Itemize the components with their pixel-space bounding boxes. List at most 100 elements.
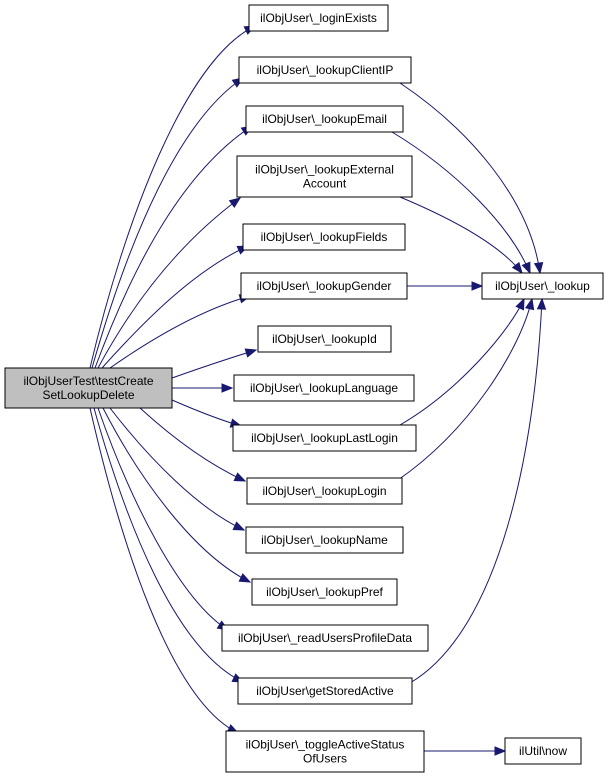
node-label: ilObjUser\_lookup [495, 279, 590, 293]
arrowhead-icon [228, 197, 242, 209]
edge-root-to-lookupLastLogin [171, 399, 243, 428]
node-box [4, 367, 173, 409]
node-label: ilObjUser\_lookupGender [257, 279, 392, 293]
node-getStoredActive[interactable]: ilObjUser\getStoredActive [237, 677, 413, 705]
node-label: ilObjUser\_toggleActiveStatus [246, 738, 405, 752]
edge-line [171, 349, 257, 379]
node-label: ilObjUser\_readUsersProfileData [238, 631, 412, 645]
edge-line [97, 407, 229, 631]
node-label: ilObjUser\_lookupPref [266, 585, 383, 599]
edge-root-to-lookupClientIP [91, 77, 245, 369]
node-label: OfUsers [303, 752, 347, 766]
arrowhead-icon [521, 261, 531, 275]
node-label: ilObjUser\_loginExists [260, 11, 377, 25]
edge-line [101, 245, 249, 369]
edge-root-to-lookupExternalAccount [97, 197, 242, 369]
node-lookup[interactable]: ilObjUser\_lookup [481, 272, 604, 300]
edge-line [409, 298, 543, 684]
arrowhead-icon [515, 297, 525, 311]
node-box [246, 477, 403, 505]
edge-root-to-toggleActiveStatus [89, 407, 240, 734]
edge-line [139, 407, 246, 482]
arrowhead-icon [524, 297, 535, 311]
node-lookupName[interactable]: ilObjUser\_lookupName [245, 526, 404, 554]
edge-root-to-lookupName [109, 407, 246, 531]
node-lookupLanguage[interactable]: ilObjUser\_lookupLanguage [233, 374, 415, 402]
edge-root-to-lookupId [171, 348, 258, 379]
node-lookupGender[interactable]: ilObjUser\_lookupGender [240, 272, 408, 300]
edge-root-to-lookupLanguage [171, 383, 234, 393]
node-box [240, 272, 408, 300]
edge-line [397, 298, 533, 481]
node-box [221, 624, 429, 652]
arrowhead-icon [533, 261, 544, 275]
edge-lookupEmail-to-lookup [391, 131, 531, 275]
edge-line [97, 197, 241, 369]
edge-root-to-getStoredActive [93, 407, 245, 683]
node-box [257, 325, 392, 353]
node-label: Account [303, 177, 347, 191]
edge-root-to-lookupFields [101, 245, 250, 369]
node-now[interactable]: ilUtil\now [504, 737, 582, 765]
nodes-layer: ilObjUserTest\testCreateSetLookupDeletei… [4, 4, 604, 773]
node-label: SetLookupDelete [42, 388, 134, 402]
edge-line [89, 25, 256, 369]
edge-lookupClientIP-to-lookup [399, 82, 544, 275]
node-label: ilObjUser\_lookupId [272, 332, 377, 346]
edge-root-to-readUsersProfileData [97, 407, 230, 631]
node-lookupEmail[interactable]: ilObjUser\_lookupEmail [245, 105, 404, 133]
edge-root-to-lookupGender [109, 294, 252, 369]
arrowhead-icon [471, 281, 484, 291]
node-lookupLastLogin[interactable]: ilObjUser\_lookupLastLogin [232, 424, 417, 452]
arrowhead-icon [232, 521, 246, 531]
node-label: ilObjUser\_lookupName [261, 533, 388, 547]
node-box [236, 155, 413, 198]
node-lookupClientIP[interactable]: ilObjUser\_lookupClientIP [238, 56, 412, 84]
node-box [238, 56, 412, 84]
edge-getStoredActive-to-lookup [409, 297, 547, 684]
node-box [225, 730, 425, 773]
arrowhead-icon [238, 573, 252, 583]
edge-line [399, 298, 525, 426]
edge-line [399, 82, 541, 274]
edge-line [89, 407, 239, 734]
node-box [504, 737, 582, 765]
edge-line [109, 295, 251, 369]
edge-line [391, 131, 531, 274]
node-box [237, 677, 413, 705]
edge-line [109, 407, 245, 531]
arrowhead-icon [494, 746, 507, 756]
node-readUsersProfileData[interactable]: ilObjUser\_readUsersProfileData [221, 624, 429, 652]
edge-root-to-loginExists [89, 25, 257, 369]
node-label: ilObjUser\_lookupLastLogin [251, 431, 398, 445]
node-box [232, 424, 417, 452]
node-label: ilUtil\now [519, 744, 567, 758]
arrowhead-icon [511, 261, 523, 275]
node-lookupId[interactable]: ilObjUser\_lookupId [257, 325, 392, 353]
edge-root-to-lookupPref [102, 407, 252, 583]
edge-toggleActiveStatus-to-now [424, 746, 507, 756]
node-lookupPref[interactable]: ilObjUser\_lookupPref [251, 578, 398, 606]
node-label: ilObjUser\_lookupClientIP [257, 63, 394, 77]
node-box [245, 526, 404, 554]
node-box [233, 374, 415, 402]
node-box [481, 272, 604, 300]
edge-line [102, 407, 251, 583]
node-box [245, 105, 404, 133]
node-lookupFields[interactable]: ilObjUser\_lookupFields [242, 223, 406, 251]
node-label: ilObjUser\_lookupExternal [255, 163, 394, 177]
arrowhead-icon [244, 348, 258, 358]
edge-root-to-lookupLogin [139, 407, 247, 482]
arrowhead-icon [536, 297, 547, 310]
node-label: ilObjUser\_lookupEmail [262, 112, 387, 126]
node-loginExists[interactable]: ilObjUser\_loginExists [248, 4, 389, 32]
node-label: ilObjUser\_lookupFields [261, 230, 388, 244]
arrowhead-icon [221, 383, 234, 393]
arrowhead-icon [233, 472, 247, 482]
node-lookupLogin[interactable]: ilObjUser\_lookupLogin [246, 477, 403, 505]
node-label: ilObjUserTest\testCreate [23, 374, 153, 388]
